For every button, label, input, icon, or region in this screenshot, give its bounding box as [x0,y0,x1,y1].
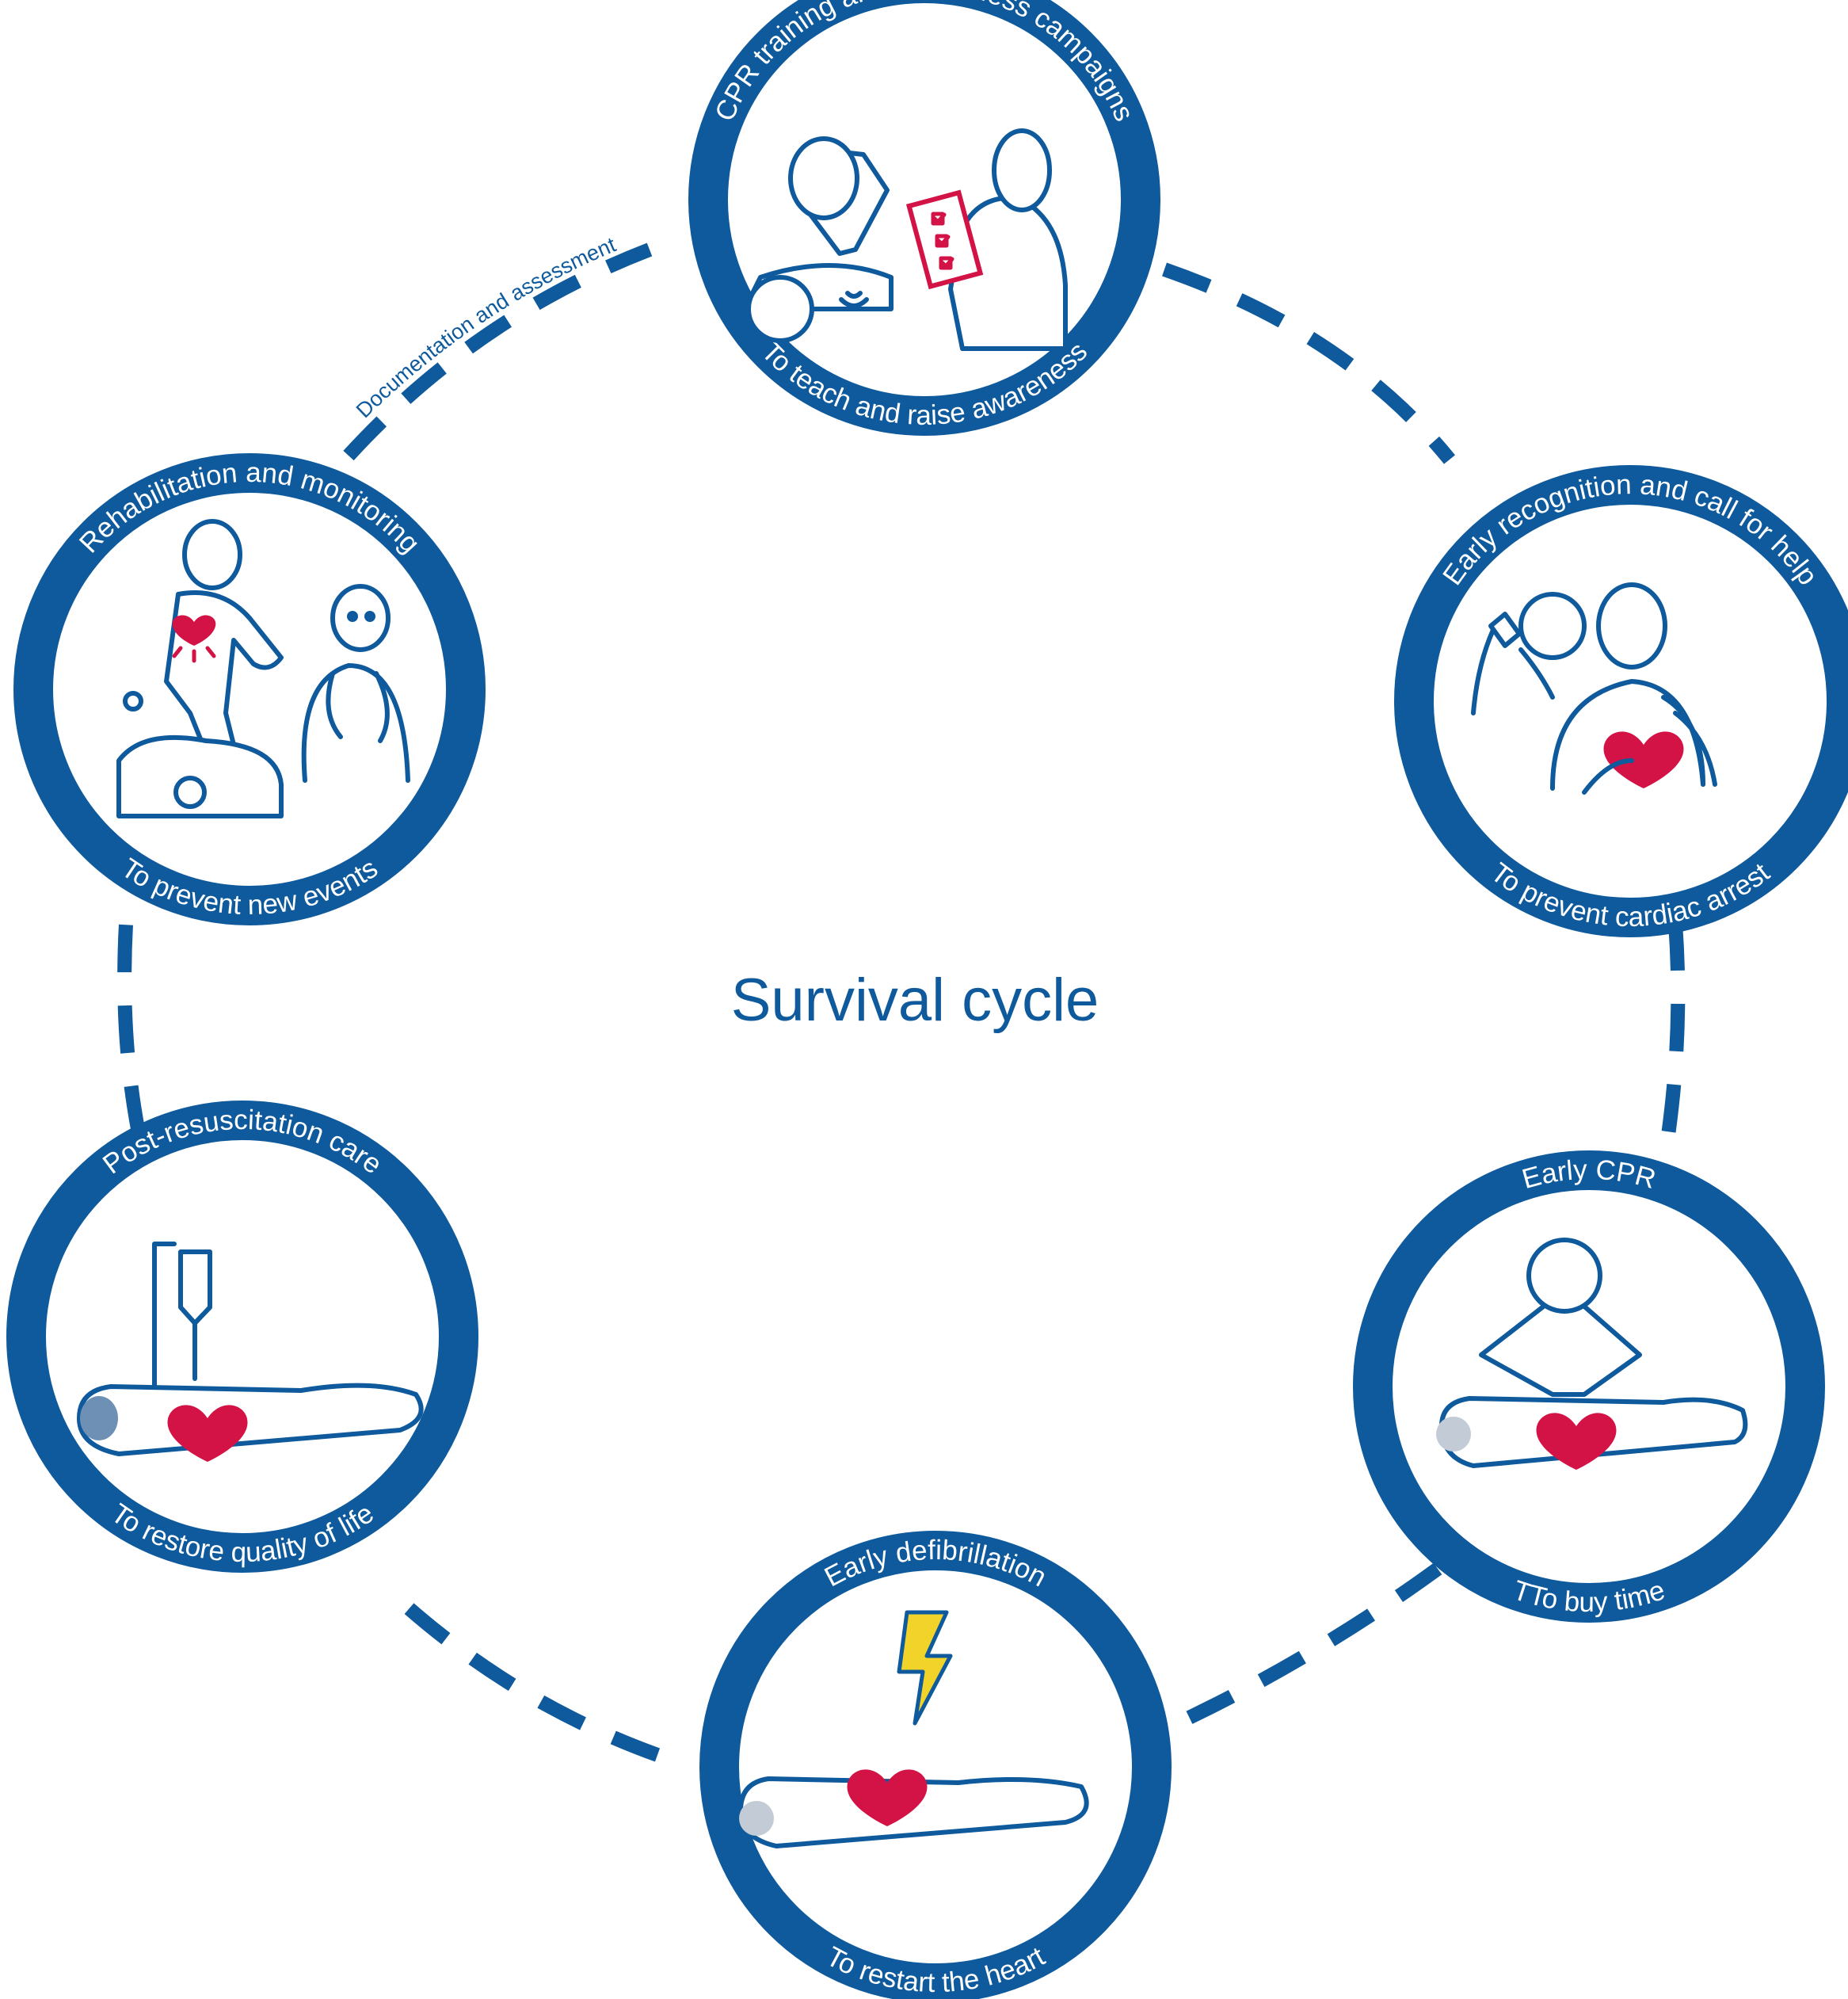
connector-6-1 [343,242,653,461]
connector-2-3 [1660,922,1686,1143]
connector-3-4 [1157,1562,1442,1738]
connector-1-2 [1162,262,1455,464]
stage-rehabilitation: Rehabilitation and monitoring To prevent… [13,453,486,925]
stage-ring [6,1101,478,1573]
connector-4-5 [394,1595,661,1762]
chest-compression-icon [1436,1238,1748,1470]
stage-early-defibrillation: Early defibrillation To restart the hear… [699,1531,1172,1999]
stage-cpr-training: CPR training and awareness campaigns To … [688,0,1160,436]
page-title: Survival cycle [731,967,1099,1034]
rehabilitation-icon [116,519,410,818]
defibrillation-icon [738,1610,1089,1848]
stage-early-recognition: Early recognition and call for help To p… [1394,465,1848,937]
stage-post-resuscitation: Post-resuscitation care To restore quali… [6,1101,478,1573]
cpr-training-icon [742,128,1068,351]
connector-5-6 [117,910,146,1135]
iv-drip-patient-icon [77,1242,424,1462]
stage-ring [699,1531,1172,1999]
lightning-bolt-icon [897,1610,953,1726]
call-for-help-icon [1471,582,1717,795]
stage-early-cpr: Early CPR TTo buy time [1353,1150,1825,1623]
stage-ring [1394,465,1848,937]
